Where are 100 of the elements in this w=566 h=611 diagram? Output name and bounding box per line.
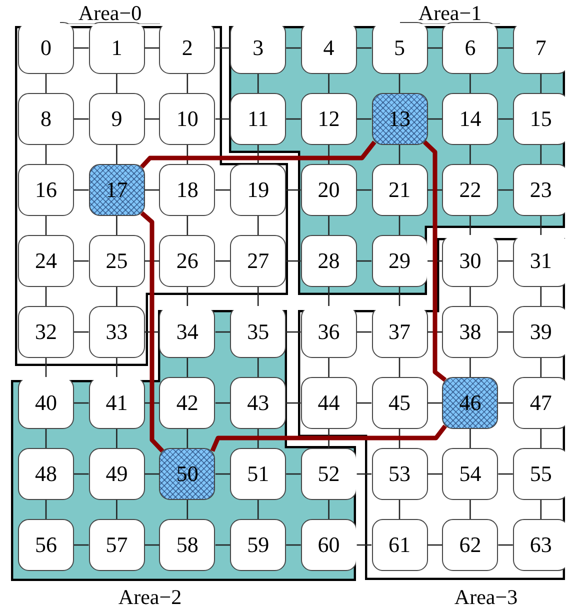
link-line: [116, 74, 118, 93]
router-box: 42: [159, 377, 216, 429]
link-line: [144, 189, 160, 191]
router-box: 10: [159, 93, 216, 145]
link-line: [356, 189, 372, 191]
link-line: [328, 287, 330, 306]
link-line: [215, 118, 230, 120]
link-line: [356, 260, 372, 262]
link-line: [498, 544, 513, 546]
link-line: [215, 402, 230, 404]
router-box: 57: [88, 519, 145, 571]
link-line: [45, 358, 47, 377]
router-box: 16: [18, 164, 74, 216]
router-box: 25: [88, 235, 145, 287]
link-line: [286, 260, 301, 262]
link-line: [428, 260, 442, 262]
link-line: [356, 118, 372, 120]
link-line: [144, 473, 160, 475]
link-line: [498, 331, 513, 333]
link-line: [286, 189, 301, 191]
link-line: [45, 287, 47, 306]
highlighted-router-box: 17: [88, 164, 145, 216]
link-line: [144, 544, 160, 546]
link-line: [356, 331, 372, 333]
router-box: 1: [88, 22, 145, 74]
link-line: [540, 500, 542, 519]
highlighted-router-box: 46: [442, 377, 498, 429]
router-box: 60: [300, 519, 357, 571]
area-label: Area−0: [77, 2, 143, 24]
router-box: 8: [18, 93, 74, 145]
link-line: [257, 429, 259, 448]
link-line: [215, 189, 230, 191]
link-line: [257, 74, 259, 93]
link-line: [470, 74, 471, 93]
link-line: [144, 47, 160, 49]
router-box: 44: [300, 377, 357, 429]
link-line: [328, 358, 330, 377]
route-path: [210, 424, 447, 452]
link-line: [470, 358, 471, 377]
link-line: [186, 358, 188, 377]
link-line: [74, 47, 89, 49]
router-box: 62: [442, 519, 498, 571]
link-line: [286, 544, 301, 546]
link-line: [74, 402, 89, 404]
link-line: [356, 47, 372, 49]
route-path: [422, 140, 447, 382]
link-line: [470, 429, 471, 448]
link-line: [498, 189, 513, 191]
router-box: 29: [372, 235, 428, 287]
link-line: [257, 358, 259, 377]
link-line: [116, 500, 118, 519]
router-box: 11: [230, 93, 286, 145]
link-line: [215, 544, 230, 546]
router-box: 55: [512, 448, 566, 500]
link-line: [428, 473, 442, 475]
router-box: 61: [372, 519, 428, 571]
link-line: [540, 358, 542, 377]
link-line: [144, 331, 160, 333]
router-box: 0: [18, 22, 74, 74]
router-box: 30: [442, 235, 498, 287]
router-box: 58: [159, 519, 216, 571]
link-line: [74, 473, 89, 475]
link-line: [74, 189, 89, 191]
link-line: [286, 47, 301, 49]
link-line: [398, 74, 400, 93]
link-line: [398, 429, 400, 448]
router-box: 21: [372, 164, 428, 216]
link-line: [116, 287, 118, 306]
router-box: 63: [512, 519, 566, 571]
link-line: [186, 500, 188, 519]
link-line: [470, 287, 471, 306]
router-box: 22: [442, 164, 498, 216]
router-box: 54: [442, 448, 498, 500]
link-line: [286, 402, 301, 404]
router-box: 6: [442, 22, 498, 74]
link-line: [398, 287, 400, 306]
router-box: 27: [230, 235, 286, 287]
router-box: 32: [18, 306, 74, 358]
router-box: 53: [372, 448, 428, 500]
link-line: [398, 216, 400, 235]
router-box: 19: [230, 164, 286, 216]
router-box: 38: [442, 306, 498, 358]
link-line: [74, 260, 89, 262]
link-line: [144, 260, 160, 262]
link-line: [328, 216, 330, 235]
router-box: 48: [18, 448, 74, 500]
link-line: [257, 145, 259, 164]
link-line: [45, 216, 47, 235]
router-box: 15: [512, 93, 566, 145]
router-box: 47: [512, 377, 566, 429]
highlighted-router-box: 13: [372, 93, 428, 145]
link-line: [45, 500, 47, 519]
link-line: [328, 145, 330, 164]
link-line: [74, 118, 89, 120]
router-box: 12: [300, 93, 357, 145]
link-line: [328, 74, 330, 93]
router-box: 23: [512, 164, 566, 216]
link-line: [45, 145, 47, 164]
link-line: [428, 331, 442, 333]
link-line: [74, 331, 89, 333]
